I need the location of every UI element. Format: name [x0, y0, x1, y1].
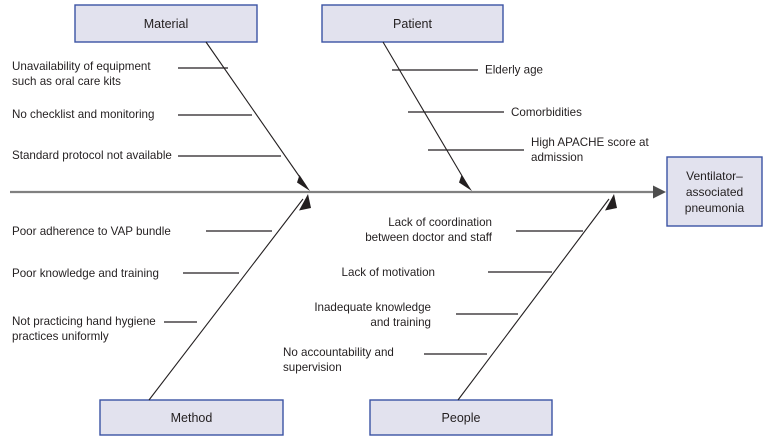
cause-label-material-3: Standard protocol not available: [12, 149, 172, 162]
cause-label-material-1-line-1: Unavailability of equipment: [12, 60, 151, 73]
category-label-material: Material: [144, 17, 188, 31]
cause-label-people-3-line-2: and training: [370, 316, 431, 329]
spine-group: [10, 185, 666, 199]
main-spine-arrowhead: [653, 185, 666, 199]
cause-label-material-2: No checklist and monitoring: [12, 108, 154, 121]
bone-arrowhead-people: [605, 194, 617, 211]
effect-label-line-3: pneumonia: [685, 201, 745, 215]
category-box-material-rect: [74, 4, 258, 43]
category-label-people: People: [442, 411, 481, 425]
category-box-method[interactable]: Method: [99, 399, 284, 436]
cause-label-material-1: Unavailability of equipment such as oral…: [12, 60, 151, 88]
effect-box-rect: [666, 156, 763, 227]
cause-label-method-3-line-2: practices uniformly: [12, 330, 109, 343]
category-box-people[interactable]: People: [369, 399, 553, 436]
cause-label-method-3-line-1: Not practicing hand hygiene: [12, 315, 156, 328]
cause-label-method-3: Not practicing hand hygiene practices un…: [12, 315, 156, 343]
cause-label-patient-2: Comorbidities: [511, 106, 582, 119]
category-patient: Patient Elderly age Comorbidities High A…: [321, 4, 649, 191]
category-label-patient: Patient: [393, 17, 432, 31]
category-box-patient-rect: [321, 4, 504, 43]
category-material: Material Unavailability of equipment suc…: [12, 4, 310, 191]
category-box-people-rect: [369, 399, 553, 436]
bone-line-method: [148, 198, 304, 401]
cause-label-people-3: Inadequate knowledge and training: [314, 301, 431, 329]
bone-line-people: [457, 198, 610, 401]
cause-label-method-2: Poor knowledge and training: [12, 267, 159, 280]
cause-label-people-2: Lack of motivation: [342, 266, 435, 279]
cause-label-people-1-line-1: Lack of coordination: [388, 216, 492, 229]
cause-label-patient-3: High APACHE score at admission: [531, 136, 649, 164]
cause-label-material-1-line-2: such as oral care kits: [12, 75, 121, 88]
cause-label-people-4-line-2: supervision: [283, 361, 342, 374]
effect-label-line-1: Ventilator–: [686, 169, 743, 183]
bone-line-material: [205, 41, 307, 187]
category-method: Method Poor adherence to VAP bundle Poor…: [12, 194, 311, 436]
cause-label-method-1: Poor adherence to VAP bundle: [12, 225, 171, 238]
cause-label-people-3-line-1: Inadequate knowledge: [314, 301, 431, 314]
bone-arrowhead-material: [297, 175, 310, 191]
cause-label-patient-1: Elderly age: [485, 64, 543, 77]
cause-label-patient-3-line-2: admission: [531, 151, 583, 164]
cause-label-people-1-line-2: between doctor and staff: [365, 231, 493, 244]
cause-label-people-4: No accountability and supervision: [283, 346, 394, 374]
bone-arrowhead-patient: [459, 175, 472, 191]
category-label-method: Method: [171, 411, 213, 425]
bone-arrowhead-method: [299, 194, 311, 211]
category-people: People Lack of coordination between doct…: [283, 194, 617, 436]
bone-line-patient: [382, 41, 469, 187]
effect-box[interactable]: Ventilator– associated pneumonia: [666, 156, 763, 227]
cause-label-people-4-line-1: No accountability and: [283, 346, 394, 359]
category-box-patient[interactable]: Patient: [321, 4, 504, 43]
category-box-material[interactable]: Material: [74, 4, 258, 43]
effect-label-line-2: associated: [686, 185, 743, 199]
cause-label-people-1: Lack of coordination between doctor and …: [365, 216, 493, 244]
cause-label-patient-3-line-1: High APACHE score at: [531, 136, 649, 149]
category-box-method-rect: [99, 399, 284, 436]
